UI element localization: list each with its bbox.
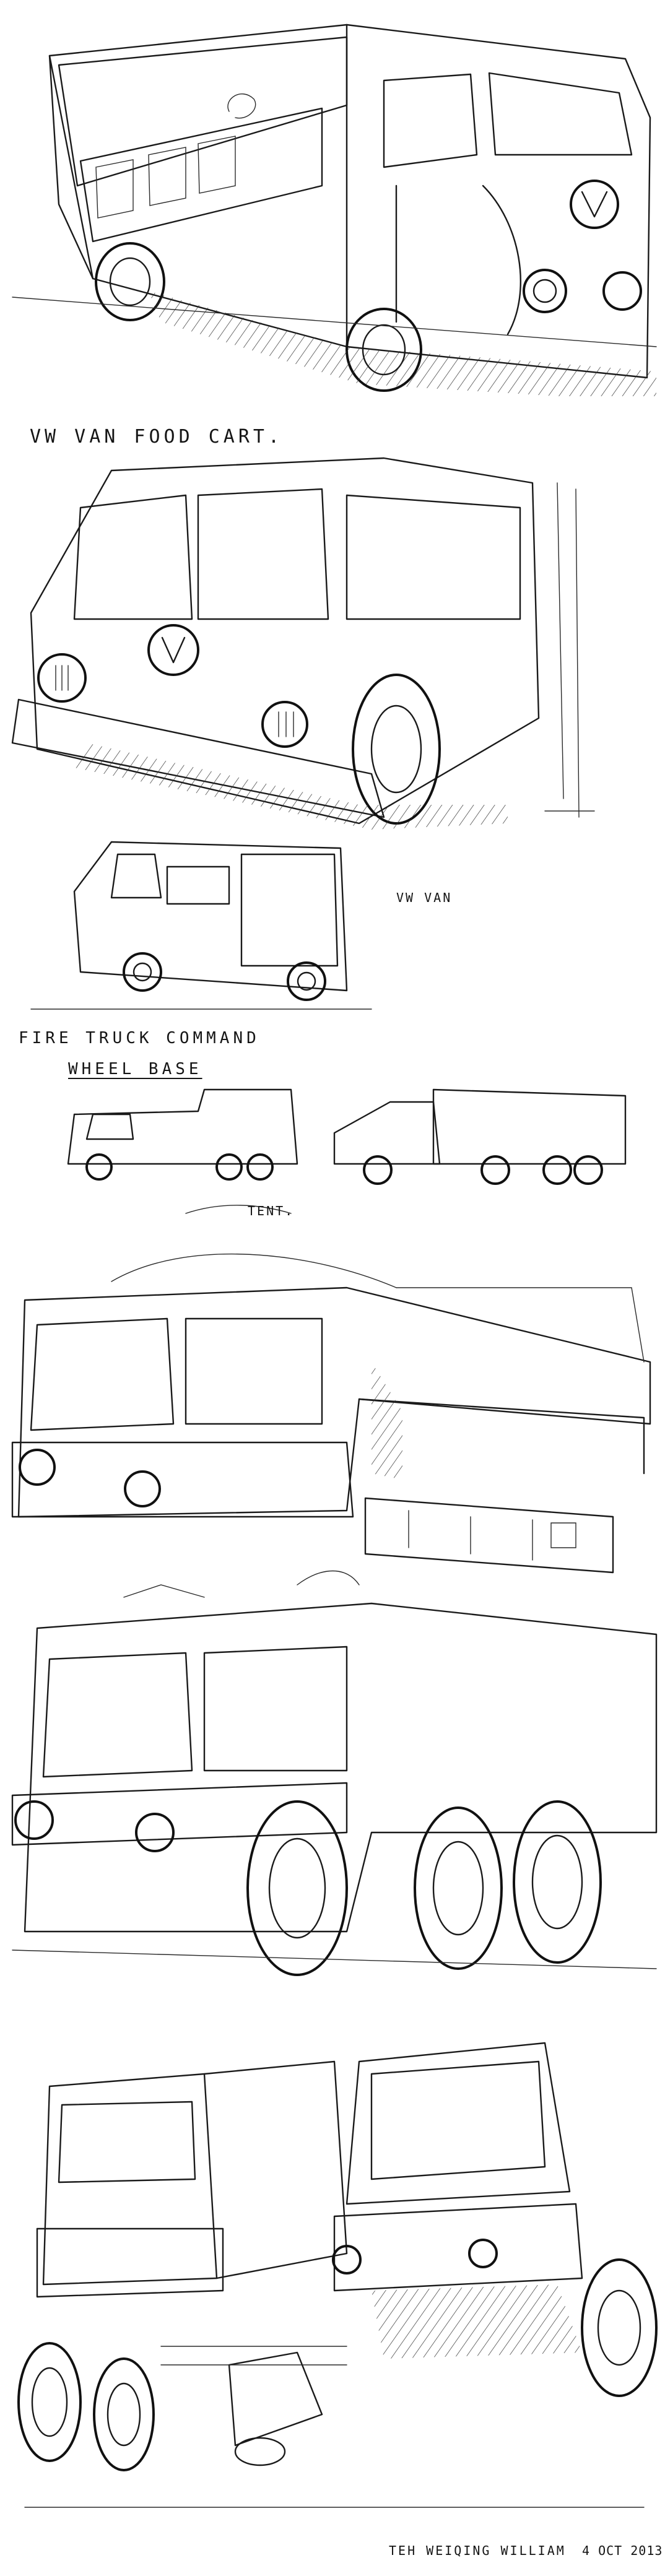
vw-van-label: VW VAN — [396, 890, 453, 905]
small-van-drawing — [30, 841, 372, 1010]
artist-signature: TEH WEIQING WILLIAM — [389, 2543, 566, 2558]
fire-truck-tent-drawing — [11, 1253, 651, 1574]
sketch-date: 4 OCT 2013 — [582, 2543, 663, 2558]
tent-label: TENT. — [248, 1203, 295, 1218]
vw-food-cart-label: VW VAN FOOD CART. — [30, 426, 284, 448]
fire-truck-large-drawing — [11, 1570, 658, 1976]
truck-cabs-drawing — [17, 2042, 658, 2508]
wheel-base-label: WHEEL BASE — [68, 1060, 202, 1078]
wheelbase-sketches — [67, 1088, 627, 1214]
vw-van-drawing — [11, 457, 595, 830]
fire-truck-command-label: FIRE TRUCK COMMAND — [19, 1029, 260, 1047]
vw-food-cart-drawing — [12, 24, 657, 396]
